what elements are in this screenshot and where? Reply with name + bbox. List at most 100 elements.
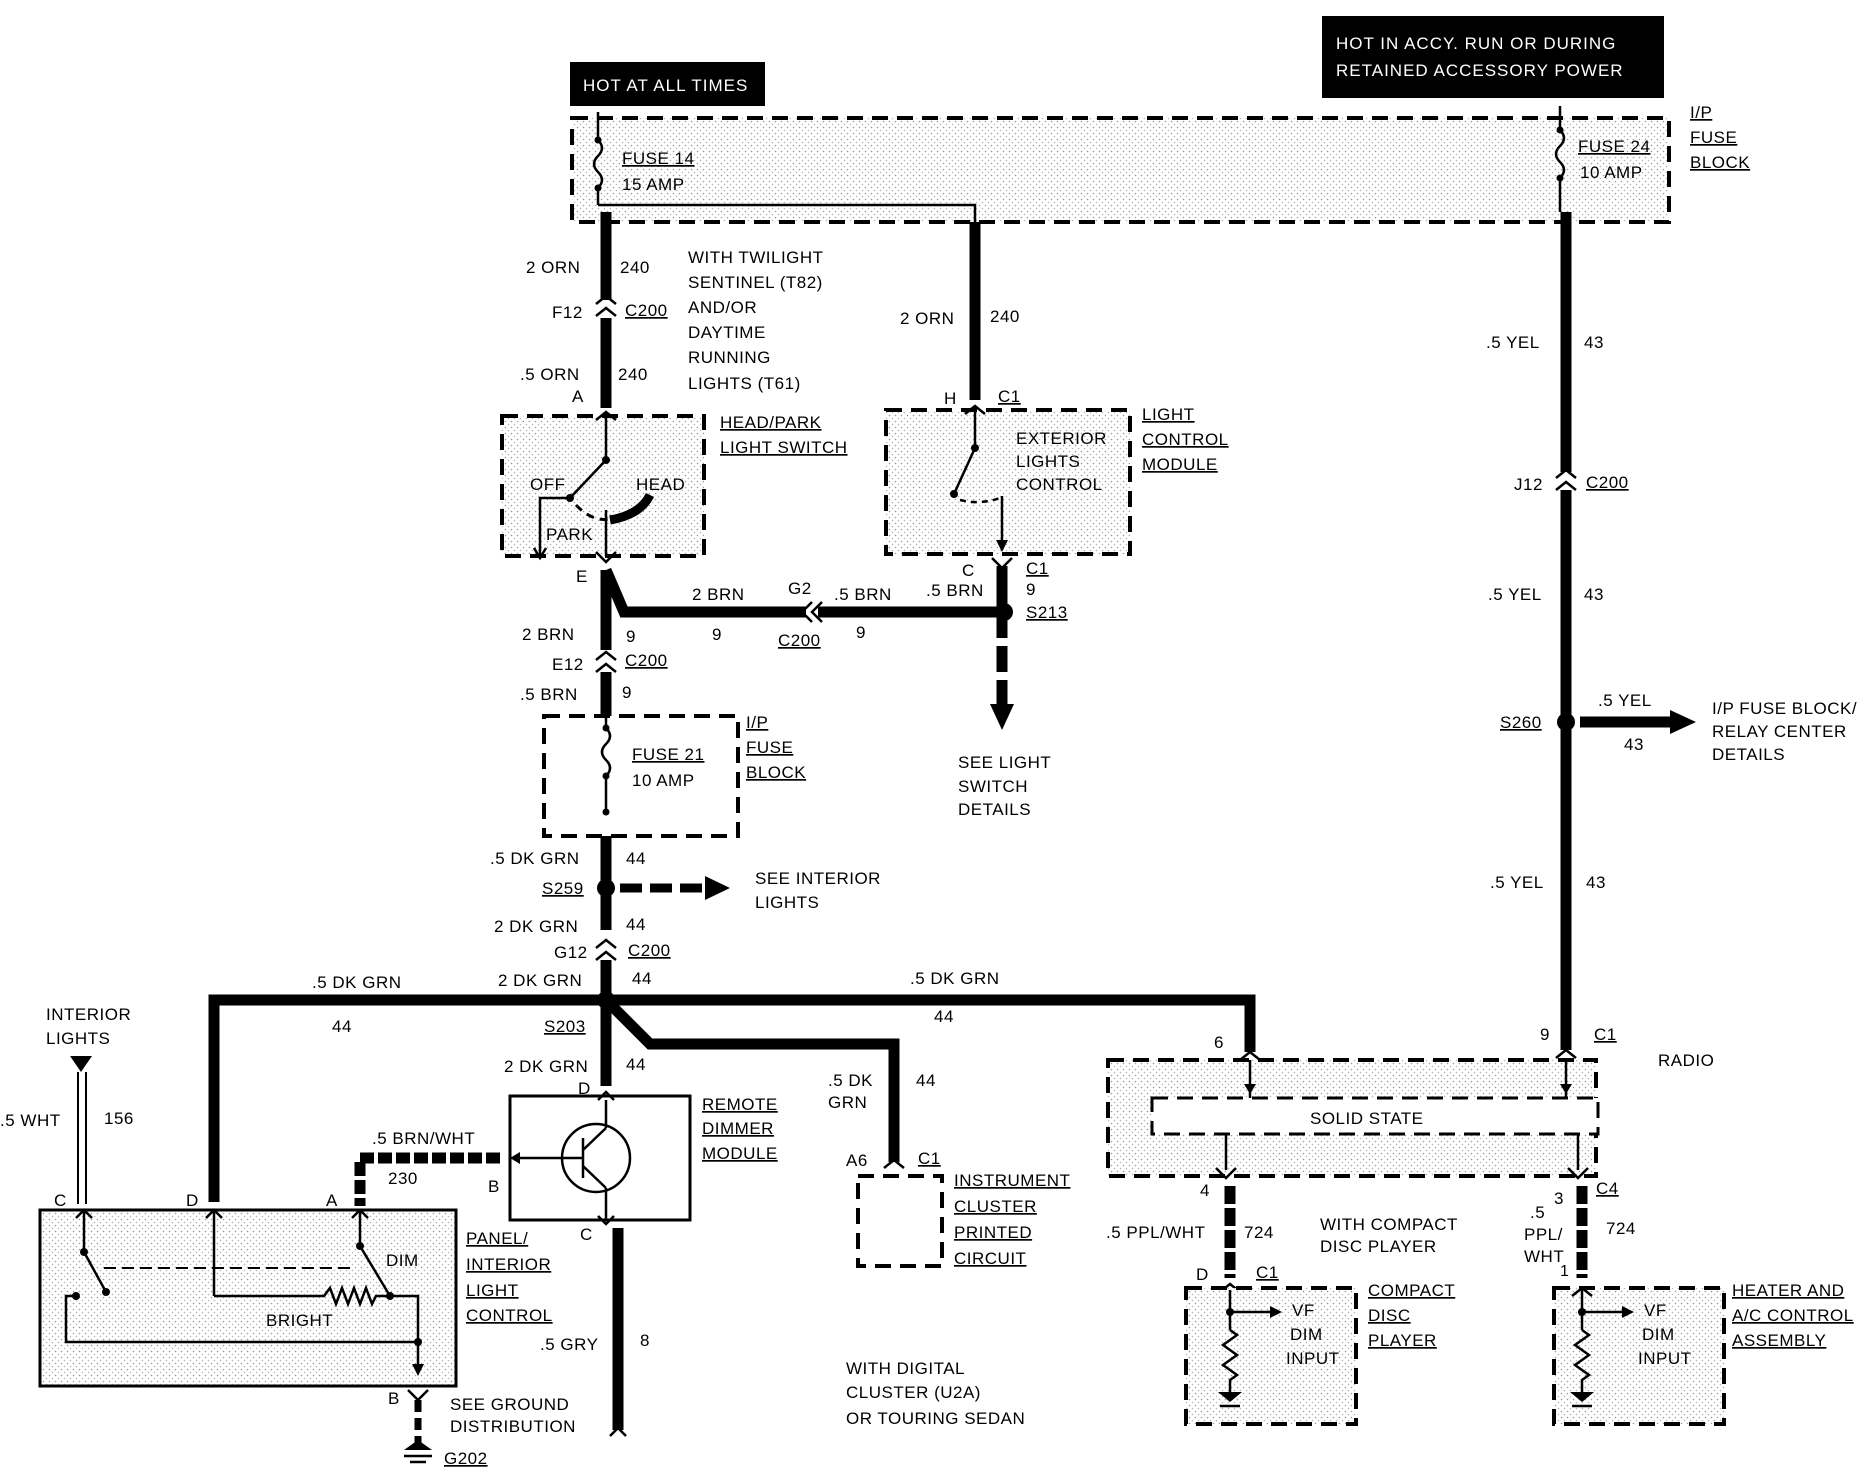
svg-text:MODULE: MODULE (1142, 455, 1218, 474)
svg-text:44: 44 (916, 1071, 936, 1090)
svg-text:FUSE 24: FUSE 24 (1578, 137, 1650, 156)
svg-text:LIGHTS: LIGHTS (1016, 452, 1080, 471)
panel-interior-label: PANEL/ INTERIOR LIGHT CONTROL (466, 1229, 553, 1325)
svg-text:A: A (572, 387, 584, 406)
svg-text:15 AMP: 15 AMP (622, 175, 685, 194)
ip-fuse-block-mid (542, 714, 740, 838)
svg-text:FUSE 21: FUSE 21 (632, 745, 704, 764)
svg-text:VF: VF (1292, 1301, 1315, 1320)
fuse-24: FUSE 24 10 AMP (1554, 106, 1650, 212)
svg-text:SENTINEL (T82): SENTINEL (T82) (688, 273, 823, 292)
svg-text:VF: VF (1644, 1301, 1667, 1320)
light-control-internals: EXTERIOR LIGHTS CONTROL (950, 404, 1106, 552)
svg-text:J12: J12 (1514, 475, 1543, 494)
svg-text:9: 9 (622, 683, 632, 702)
svg-text:ASSEMBLY: ASSEMBLY (1732, 1331, 1826, 1350)
svg-text:724: 724 (1606, 1219, 1636, 1238)
svg-text:DAYTIME: DAYTIME (688, 323, 766, 342)
svg-text:C200: C200 (778, 631, 821, 650)
svg-text:240: 240 (620, 258, 650, 277)
svg-text:INPUT: INPUT (1286, 1349, 1340, 1368)
svg-text:LIGHTS: LIGHTS (755, 893, 819, 912)
remote-dimmer-label: REMOTE DIMMER MODULE (702, 1095, 778, 1163)
svg-text:43: 43 (1584, 333, 1604, 352)
svg-text:G202: G202 (444, 1449, 488, 1468)
svg-text:230: 230 (388, 1169, 418, 1188)
svg-text:44: 44 (632, 969, 652, 988)
svg-text:.5 BRN: .5 BRN (520, 685, 578, 704)
svg-text:240: 240 (618, 365, 648, 384)
svg-text:SWITCH: SWITCH (958, 777, 1028, 796)
svg-text:A6: A6 (846, 1151, 868, 1170)
svg-text:DIM: DIM (1642, 1325, 1675, 1344)
svg-text:S259: S259 (542, 879, 584, 898)
svg-text:S203: S203 (544, 1017, 586, 1036)
svg-text:G12: G12 (554, 943, 588, 962)
note-digital-cluster: WITH DIGITAL CLUSTER (U2A) OR TOURING SE… (846, 1359, 1025, 1428)
svg-text:INPUT: INPUT (1638, 1349, 1692, 1368)
svg-text:REMOTE: REMOTE (702, 1095, 778, 1114)
head-park-switch-internals: OFF HEAD PARK (530, 410, 685, 564)
svg-text:HEAD/PARK: HEAD/PARK (720, 413, 822, 432)
svg-text:C1: C1 (918, 1149, 941, 1168)
svg-text:CONTROL: CONTROL (1016, 475, 1103, 494)
banner-hot-in-accy: HOT IN ACCY. RUN OR DURING RETAINED ACCE… (1322, 16, 1664, 98)
svg-text:RUNNING: RUNNING (688, 348, 771, 367)
heater-ac-internals: VF DIM INPUT (1570, 1286, 1692, 1408)
connector-a6-c1: A6 C1 (846, 1149, 941, 1170)
svg-text:C200: C200 (625, 301, 668, 320)
svg-text:S260: S260 (1500, 713, 1542, 732)
svg-text:PARK: PARK (546, 525, 593, 544)
svg-text:2 BRN: 2 BRN (522, 625, 575, 644)
svg-text:LIGHTS (T61): LIGHTS (T61) (688, 374, 801, 393)
svg-text:.5 BRN/WHT: .5 BRN/WHT (372, 1129, 475, 1148)
note-compact-disc: WITH COMPACT DISC PLAYER (1320, 1215, 1457, 1256)
svg-text:44: 44 (626, 915, 646, 934)
svg-text:C200: C200 (628, 941, 671, 960)
svg-text:CONTROL: CONTROL (466, 1306, 553, 1325)
svg-text:C200: C200 (1586, 473, 1629, 492)
panel-interior-internals: C D A DIM BRIGHT (54, 1191, 424, 1376)
svg-text:10 AMP: 10 AMP (1580, 163, 1643, 182)
svg-text:CLUSTER: CLUSTER (954, 1197, 1037, 1216)
svg-text:DETAILS: DETAILS (958, 800, 1031, 819)
svg-text:.5 GRY: .5 GRY (540, 1335, 598, 1354)
svg-text:C1: C1 (1026, 559, 1049, 578)
note-twilight-sentinel: WITH TWILIGHT SENTINEL (T82) AND/OR DAYT… (688, 248, 823, 393)
svg-text:C1: C1 (1594, 1025, 1617, 1044)
svg-text:4: 4 (1200, 1181, 1210, 1200)
svg-text:DISC: DISC (1368, 1306, 1411, 1325)
svg-text:C1: C1 (998, 387, 1021, 406)
svg-text:SOLID STATE: SOLID STATE (1310, 1109, 1424, 1128)
heater-ac-label: HEATER AND A/C CONTROL ASSEMBLY (1732, 1281, 1853, 1350)
svg-text:DIM: DIM (386, 1251, 419, 1270)
svg-text:C: C (580, 1225, 593, 1244)
svg-text:CIRCUIT: CIRCUIT (954, 1249, 1026, 1268)
svg-text:8: 8 (640, 1331, 650, 1350)
note-see-ground: SEE GROUND DISTRIBUTION (450, 1395, 575, 1436)
light-control-label: LIGHT CONTROL MODULE (1142, 405, 1228, 474)
svg-text:9: 9 (1026, 580, 1036, 599)
svg-text:C: C (962, 561, 975, 580)
connector-h-c1: H C1 (944, 387, 1021, 408)
svg-text:I/P FUSE BLOCK/: I/P FUSE BLOCK/ (1712, 699, 1857, 718)
note-fuse-relay-details: I/P FUSE BLOCK/ RELAY CENTER DETAILS (1712, 699, 1857, 764)
svg-text:WHT: WHT (1524, 1247, 1564, 1266)
splice-s259 (597, 879, 615, 897)
head-park-label: HEAD/PARK LIGHT SWITCH (720, 413, 847, 457)
svg-text:2 ORN: 2 ORN (526, 258, 580, 277)
note-see-light-switch: SEE LIGHT SWITCH DETAILS (958, 753, 1051, 819)
svg-text:43: 43 (1624, 735, 1644, 754)
svg-text:CLUSTER (U2A): CLUSTER (U2A) (846, 1383, 981, 1402)
svg-text:GRN: GRN (828, 1093, 867, 1112)
svg-text:.5 DK: .5 DK (828, 1071, 873, 1090)
svg-text:H: H (944, 389, 957, 408)
note-see-interior-lights: SEE INTERIOR LIGHTS (755, 869, 880, 912)
svg-text:.5: .5 (1530, 1203, 1545, 1222)
svg-text:BRIGHT: BRIGHT (266, 1311, 333, 1330)
connector-j12-c200: J12 C200 (1514, 468, 1629, 494)
svg-text:44: 44 (934, 1007, 954, 1026)
svg-text:C4: C4 (1596, 1179, 1619, 1198)
svg-text:C: C (54, 1191, 67, 1210)
